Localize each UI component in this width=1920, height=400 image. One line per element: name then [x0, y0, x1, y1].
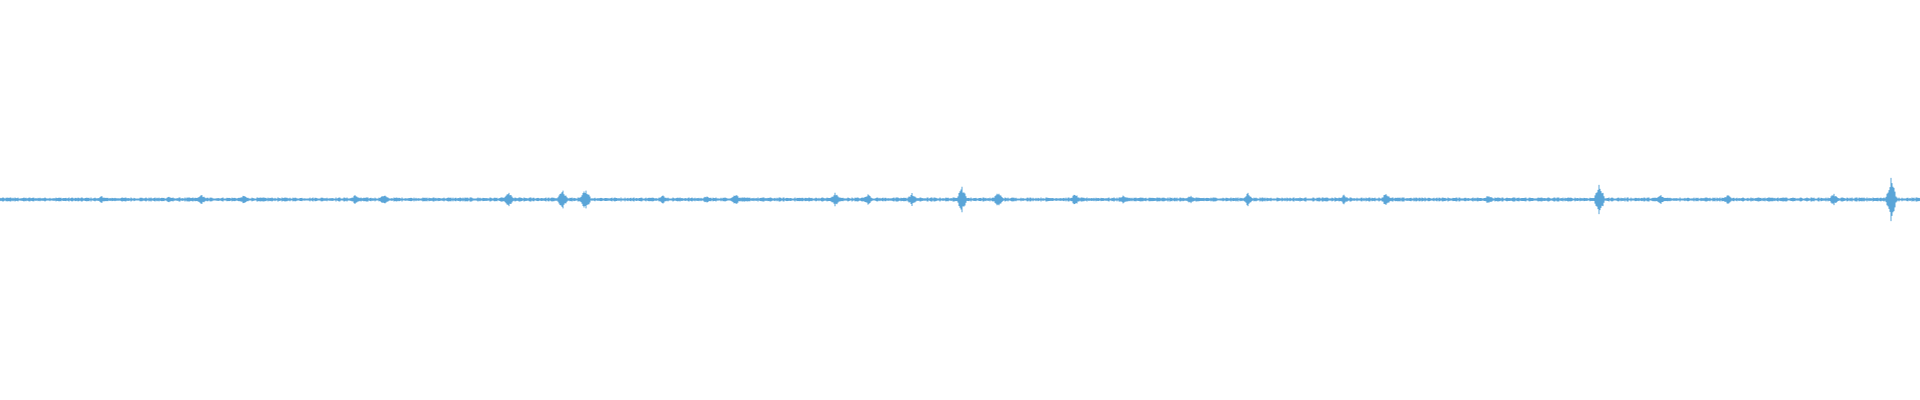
waveform-trace [0, 177, 1920, 222]
